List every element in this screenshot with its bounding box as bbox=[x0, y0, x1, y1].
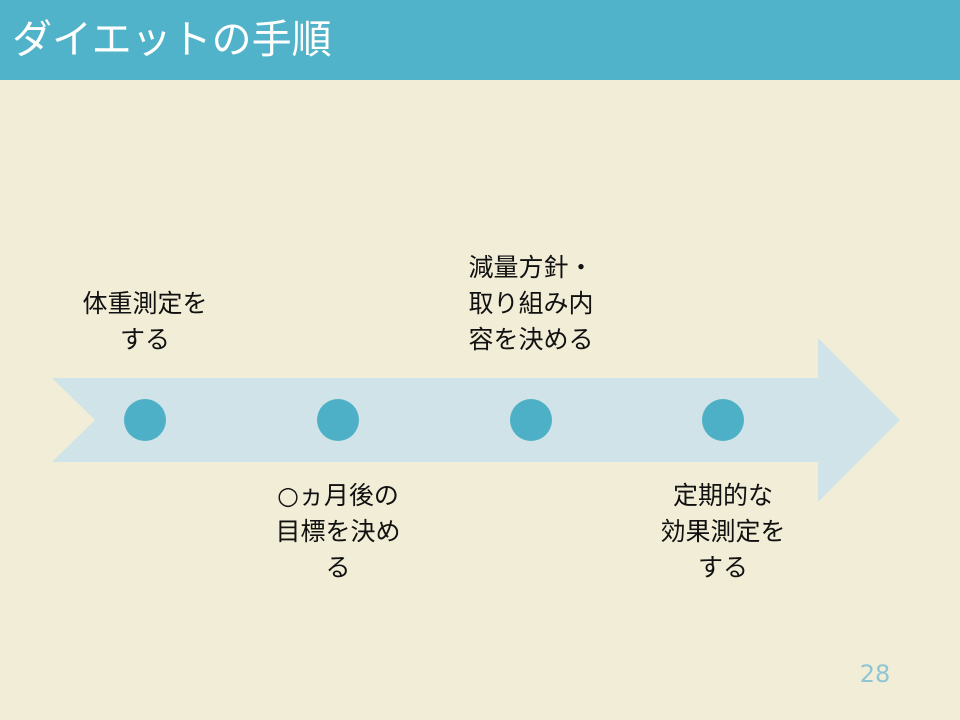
step-3-line-1: 減量方針・ bbox=[468, 253, 594, 282]
timeline-marker-2 bbox=[317, 399, 359, 441]
timeline-marker-1 bbox=[124, 399, 166, 441]
step-3-line-2: 取り組み内 bbox=[468, 289, 594, 318]
step-1-label: 体重測定を する bbox=[55, 286, 235, 358]
step-1-line-1: 体重測定を bbox=[82, 289, 208, 318]
step-3-label: 減量方針・ 取り組み内 容を決める bbox=[441, 250, 621, 358]
timeline-marker-3 bbox=[510, 399, 552, 441]
step-4-line-2: 効果測定を bbox=[660, 517, 786, 546]
step-4-label: 定期的な 効果測定を する bbox=[633, 478, 813, 586]
timeline-arrow bbox=[52, 338, 900, 502]
page-number: 28 bbox=[859, 660, 891, 688]
step-4-line-1: 定期的な bbox=[672, 481, 773, 510]
step-3-line-3: 容を決める bbox=[468, 325, 594, 354]
step-2-line-3: る bbox=[325, 553, 351, 582]
step-2-label: ○ヵ月後の 目標を決め る bbox=[248, 478, 428, 586]
step-2-line-2: 目標を決め bbox=[275, 517, 401, 546]
slide-title: ダイエットの手順 bbox=[12, 17, 332, 63]
step-1-line-2: する bbox=[119, 325, 170, 354]
step-2-line-1: ○ヵ月後の bbox=[277, 481, 399, 510]
timeline-marker-4 bbox=[702, 399, 744, 441]
header-bar bbox=[0, 0, 960, 80]
step-4-line-3: する bbox=[697, 553, 748, 582]
